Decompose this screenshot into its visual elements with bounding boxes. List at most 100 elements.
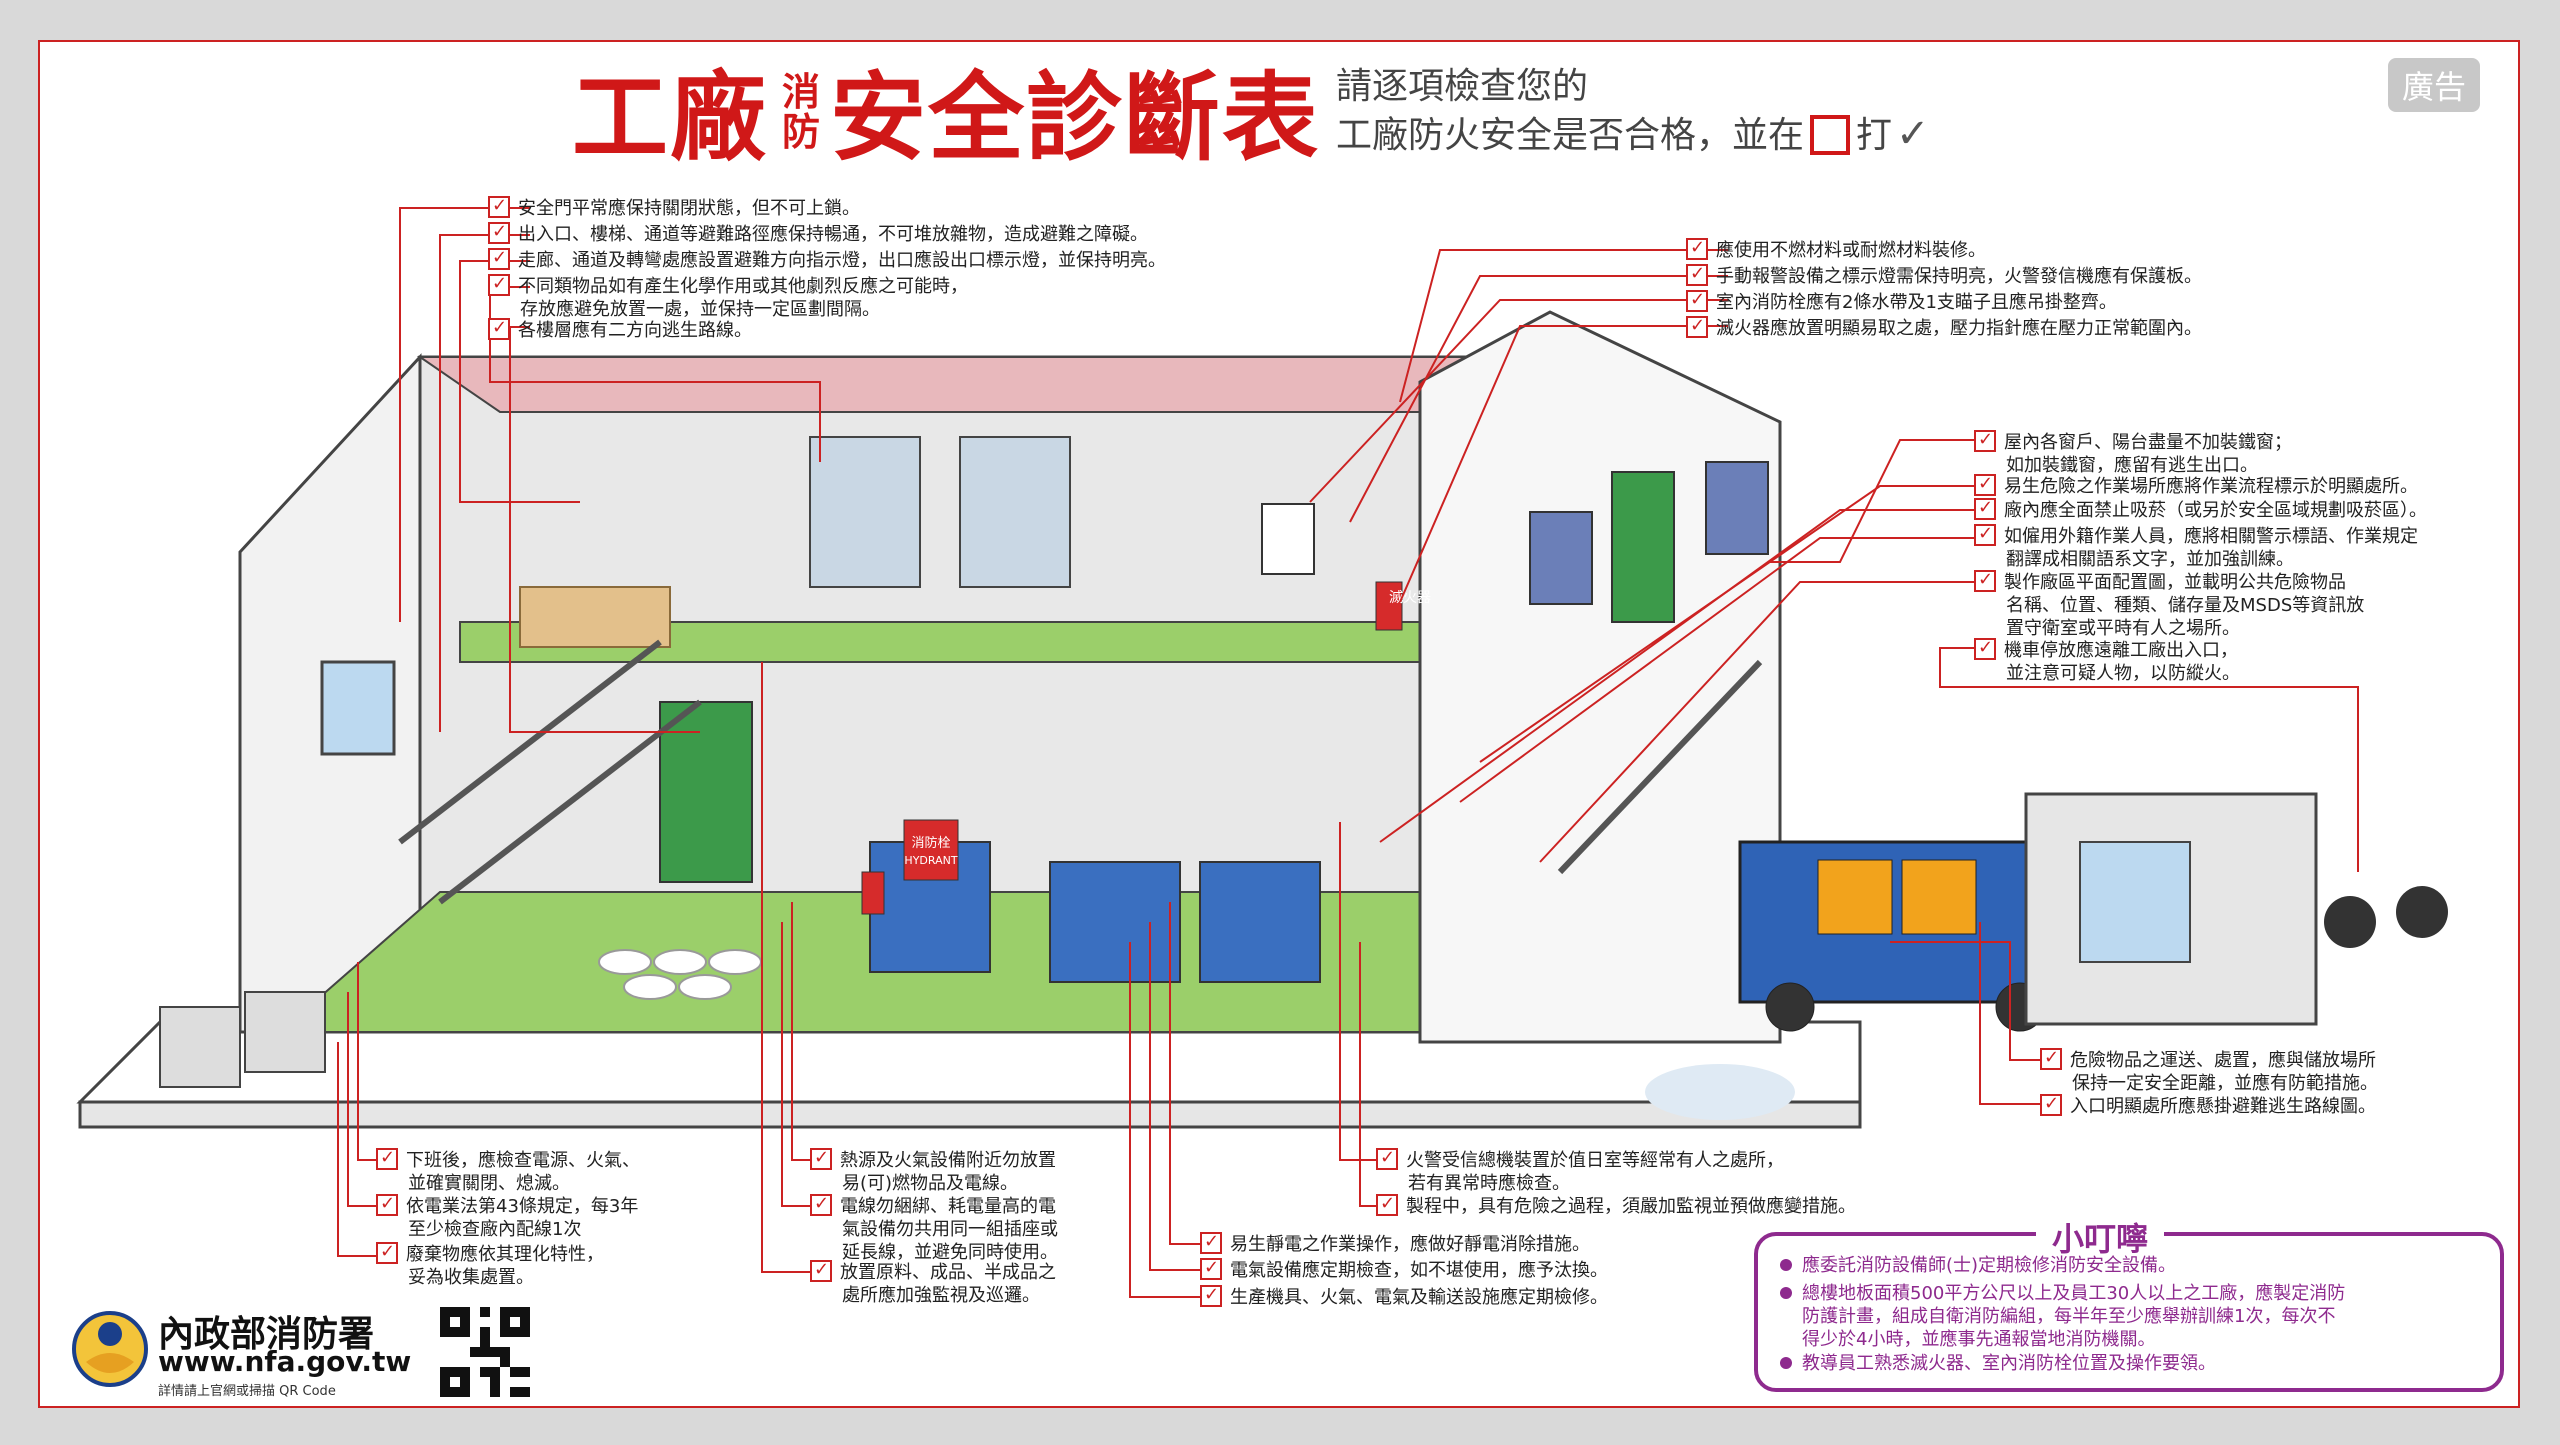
checkbox-icon[interactable] [2040,1092,2062,1116]
subtitle-line1: 請逐項檢查您的 [1336,66,1589,107]
green-door-2 [1611,471,1675,623]
cardboard-boxes [519,586,671,648]
tips-title: 小叮嚀 [2036,1214,2165,1260]
note-waste-disposal: 廢棄物應依其理化特性，妥為收集處置。 [376,1240,604,1289]
machine-1 [869,841,991,973]
checkbox-icon[interactable] [488,316,510,340]
note-evacuation-map: 入口明顯處所應懸掛避難逃生路線圖。 [2040,1092,2376,1118]
note-text: 熱源及火氣設備附近勿放置 [840,1150,1056,1171]
checkbox-icon[interactable] [1200,1230,1222,1254]
note-text-2: 易(可)燃物品及電線。 [842,1173,1019,1195]
title-small: 消防 [781,69,820,154]
checkbox-icon[interactable] [1686,314,1708,338]
fire-alarm-panel [1261,503,1315,575]
checkbox-icon[interactable] [1974,568,1996,592]
tip-text: 應委託消防設備師(士)定期檢修消防安全設備。 [1802,1255,2177,1276]
checkbox-icon[interactable] [488,220,510,244]
check-icon: ✓ [1896,111,1930,157]
checkbox-icon[interactable] [1200,1256,1222,1280]
paper-rolls [598,949,762,1000]
machine-3 [1199,861,1321,983]
subtitle-line2: 工廠防火安全是否合格，並在 打✓ [1336,108,1930,160]
guard-house [2024,792,2318,1026]
tip-text: 教導員工熟悉滅火器、室內消防栓位置及操作要領。 [1802,1353,2216,1374]
note-text-3: 延長線，並避免同時使用。 [842,1242,1058,1264]
checkbox-icon[interactable] [1974,636,1996,660]
checkbox-icon[interactable] [2040,1046,2062,1070]
note-floor-plan: 製作廠區平面配置圖，並載明公共危險物品名稱、位置、種類、儲存量及MSDS等資訊放… [1974,568,2365,640]
note-text: 應使用不燃材料或耐燃材料裝修。 [1716,240,1986,261]
checkbox-icon[interactable] [1686,236,1708,260]
checkbox-icon[interactable] [1200,1283,1222,1307]
checkbox-icon[interactable] [1974,428,1996,452]
note-text-2: 並注意可疑人物，以防縱火。 [2006,663,2240,685]
note-text-2: 至少檢查廠內配線1次 [408,1219,582,1241]
checkbox-icon[interactable] [376,1240,398,1264]
extinguisher-upper [1375,581,1403,631]
bullet-icon [1780,1259,1792,1271]
checkbox-icon[interactable] [1974,522,1996,546]
checkbox-icon[interactable] [488,272,510,296]
note-text-2: 保持一定安全距離，並應有防範措施。 [2072,1073,2378,1095]
chemical-cabinet-1 [809,436,921,588]
checkbox-icon[interactable] [1686,262,1708,286]
checkbox-icon[interactable] [376,1192,398,1216]
waste-bin-1 [159,1006,241,1088]
note-text: 放置原料、成品、半成品之 [840,1262,1056,1283]
checkbox-icon[interactable] [376,1146,398,1170]
note-text: 如僱用外籍作業人員，應將相關警示標語、作業規定 [2004,526,2418,547]
tip-item-3: 教導員工熟悉滅火器、室內消防栓位置及操作要領。 [1780,1352,2216,1375]
window-2 [1705,461,1769,555]
checkbox-icon[interactable] [1376,1146,1398,1170]
checkbox-icon[interactable] [488,194,510,218]
checkbox-icon[interactable] [1974,472,1996,496]
note-text-2: 翻譯成相關語系文字，並加強訓練。 [2006,549,2294,571]
note-text: 依電業法第43條規定，每3年 [406,1196,639,1217]
subtitle-line2-post: 打 [1856,115,1893,156]
checkbox-icon[interactable] [488,246,510,270]
green-door-1 [659,701,753,883]
checkbox-icon[interactable] [810,1146,832,1170]
checkbox-icon[interactable] [1974,496,1996,520]
right-staircase [1557,659,1763,875]
ground-floor [277,891,1421,1033]
note-text-2: 如加裝鐵窗，應留有逃生出口。 [2006,455,2258,477]
note-machine-maintenance: 生產機具、火氣、電氣及輸送設施應定期檢修。 [1200,1283,1608,1309]
note-text-2: 名稱、位置、種類、儲存量及MSDS等資訊放 [2006,595,2365,617]
tip-text: 總樓地板面積500平方公尺以上及員工30人以上之工廠，應製定消防 [1802,1283,2346,1304]
extinguisher-spray [1645,1064,1795,1120]
subtitle-line2-pre: 工廠防火安全是否合格，並在 [1336,115,1805,156]
note-text-2: 存放應避免放置一處，並保持一定區劃間隔。 [520,299,880,321]
note-text: 滅火器應放置明顯易取之處，壓力指針應在壓力正常範圍內。 [1716,318,2202,339]
note-two-routes: 各樓層應有二方向逃生路線。 [488,316,752,342]
qr-code-icon[interactable] [440,1307,530,1397]
bullet-icon [1780,1357,1792,1369]
checkbox-icon[interactable] [1376,1192,1398,1216]
org-url[interactable]: www.nfa.gov.tw [158,1345,412,1378]
note-text: 易生靜電之作業操作，應做好靜電消除措施。 [1230,1234,1590,1255]
note-process-monitoring: 製程中，具有危險之過程，須嚴加監視並預做應變措施。 [1376,1192,1856,1218]
leader-lines [337,207,2359,1298]
exhaust-fan [320,660,396,756]
org-caption: 詳情請上官網或掃描 QR Code [158,1384,336,1399]
ceiling [416,356,1593,413]
checkbox-icon[interactable] [810,1192,832,1216]
note-text: 廢棄物應依其理化特性， [406,1244,604,1265]
note-text: 各樓層應有二方向逃生路線。 [518,320,752,341]
note-nonflammable-materials: 應使用不燃材料或耐燃材料裝修。 [1686,236,1986,262]
ad-badge: 廣告 [2387,58,2480,112]
title-part1: 工廠 [572,61,768,174]
hydrant-box [903,819,959,881]
note-motorcycle-parking: 機車停放應遠離工廠出入口，並注意可疑人物，以防縱火。 [1974,636,2240,685]
tip-item-1: 應委託消防設備師(士)定期檢修消防安全設備。 [1780,1254,2176,1277]
nfa-emblem-icon [72,1311,148,1387]
note-text: 走廊、通道及轉彎處應設置避難方向指示燈，出口應設出口標示燈，並保持明亮。 [518,250,1166,271]
note-text: 屋內各窗戶、陽台盡量不加裝鐵窗； [2004,432,2292,453]
checkbox-icon[interactable] [1686,288,1708,312]
note-text: 入口明顯處所應懸掛避難逃生路線圖。 [2070,1096,2376,1117]
window-1 [1529,511,1593,605]
checkbox-icon[interactable] [810,1258,832,1282]
